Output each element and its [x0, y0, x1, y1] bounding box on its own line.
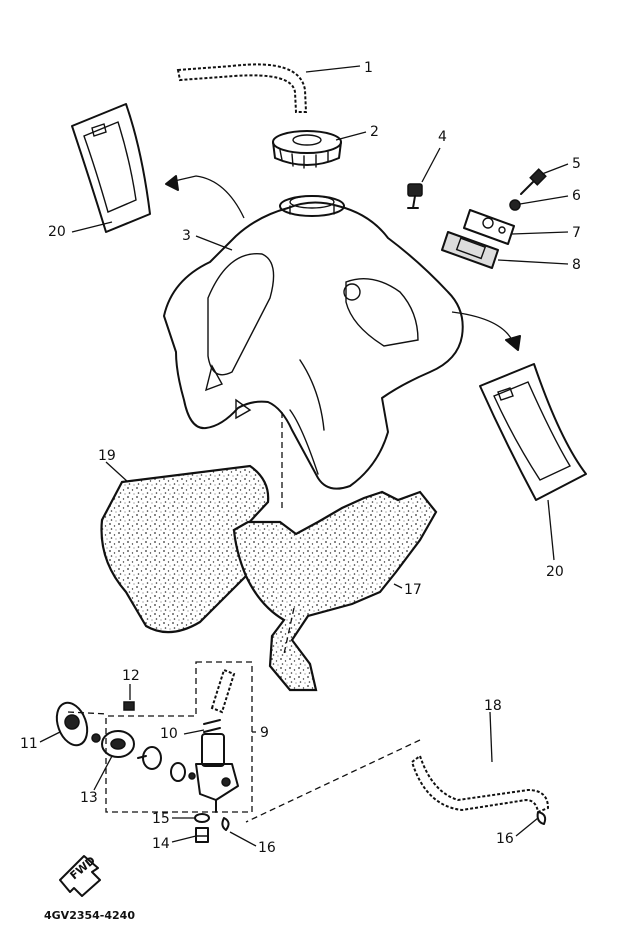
callout-4: 4 [438, 129, 447, 145]
callout-19: 19 [98, 448, 116, 464]
hose-clip-lower [221, 817, 230, 831]
callout-17: 17 [404, 582, 422, 598]
drain-washer [194, 813, 210, 823]
cock-lever [101, 730, 135, 758]
bracket-plate [463, 209, 515, 245]
arrow-left-decal [169, 175, 245, 219]
fuel-tank [163, 195, 464, 490]
cock-gasket [137, 746, 162, 770]
figure-code: 4GV2354-4240 [44, 909, 135, 922]
fuel-cap [272, 130, 342, 169]
callout-18: 18 [484, 698, 502, 714]
washer [509, 199, 521, 211]
callout-2: 2 [370, 124, 379, 140]
callout-12: 12 [122, 668, 140, 684]
callout-9: 9 [260, 725, 269, 741]
callout-1: 1 [364, 60, 373, 76]
bolt [520, 168, 547, 195]
fuel-cock-group-box [105, 661, 253, 813]
callout-7: 7 [572, 225, 581, 241]
callout-10: 10 [160, 726, 178, 742]
callout-16-lower: 16 [258, 840, 276, 856]
decal-right [479, 363, 587, 501]
foam-pad-right [232, 490, 438, 692]
fuel-cock [195, 668, 239, 813]
tank-bolt [407, 183, 423, 209]
callout-5: 5 [572, 156, 581, 172]
callout-15: 15 [152, 811, 170, 827]
callout-6: 6 [572, 188, 581, 204]
fuel-hose [410, 754, 550, 814]
leader-lines [39, 65, 569, 847]
damper-rubber [441, 231, 499, 269]
screw [123, 701, 135, 711]
cock-cover [55, 701, 89, 747]
callout-8: 8 [572, 257, 581, 273]
alignment-line [67, 711, 109, 715]
arrow-right-decal [451, 311, 513, 341]
hose-clip-right [536, 811, 547, 825]
screw-small [91, 733, 101, 743]
alignment-line [283, 607, 295, 655]
filter-strainer [203, 719, 221, 733]
callout-14: 14 [152, 836, 170, 852]
breather-hose [176, 63, 308, 113]
alignment-line [245, 739, 421, 823]
callout-3: 3 [182, 228, 191, 244]
o-ring [170, 762, 196, 782]
decal-left [71, 103, 151, 233]
foam-pad-left [100, 464, 270, 634]
callout-11: 11 [20, 736, 38, 752]
callout-20-right: 20 [546, 564, 564, 580]
callout-16-right: 16 [496, 831, 514, 847]
callout-13: 13 [80, 790, 98, 806]
callout-20-left: 20 [48, 224, 66, 240]
drain-bolt [195, 827, 209, 843]
forward-arrow-icon: FWD [59, 854, 101, 897]
